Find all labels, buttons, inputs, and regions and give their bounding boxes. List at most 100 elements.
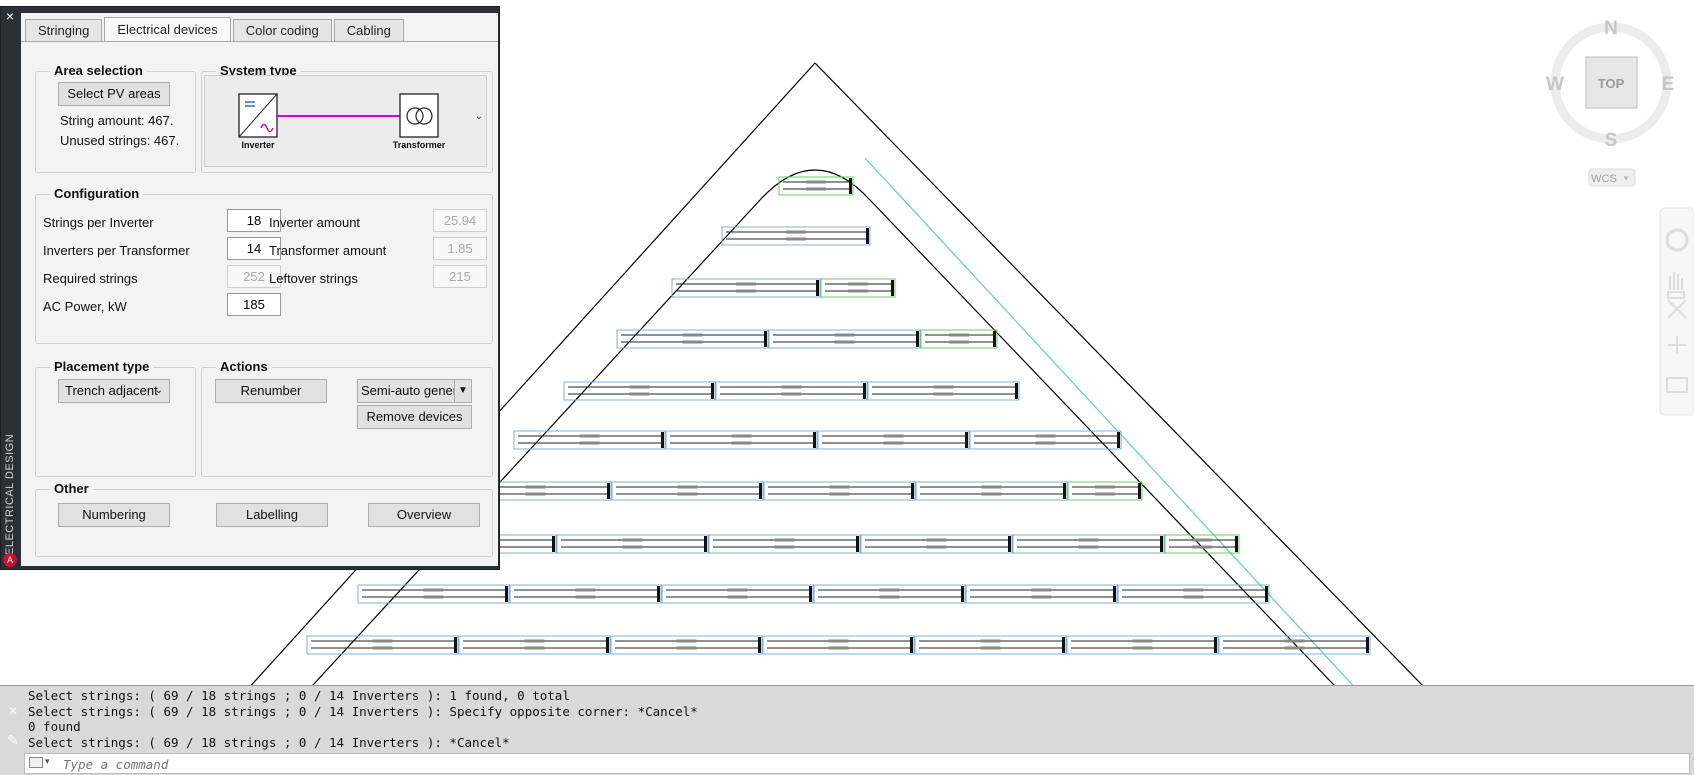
- pv-string-segment[interactable]: [768, 329, 921, 349]
- pv-string-segment[interactable]: [762, 635, 915, 655]
- pv-string-segment[interactable]: [715, 381, 868, 401]
- pv-string-end-cap: [552, 536, 555, 552]
- viewcube-top-face[interactable]: [1585, 56, 1638, 109]
- placement-type-title: Placement type: [50, 359, 154, 374]
- semi-auto-split-button[interactable]: Semi-auto generation ▼: [357, 379, 472, 403]
- pv-string-segment[interactable]: [616, 329, 769, 349]
- pv-string-segment[interactable]: [1218, 635, 1371, 655]
- command-line-customize-icon[interactable]: ✎: [7, 732, 19, 748]
- pv-string-end-cap: [816, 280, 819, 296]
- command-input[interactable]: [61, 756, 1661, 772]
- pv-string-segment[interactable]: [820, 278, 896, 298]
- pv-string-segment[interactable]: [458, 635, 611, 655]
- labelling-button[interactable]: Labelling: [216, 503, 328, 527]
- ac-power-label: AC Power, kW: [43, 299, 127, 314]
- pv-string-segment[interactable]: [763, 481, 916, 501]
- pv-module-marker: [727, 595, 748, 599]
- pv-string-end-cap: [1008, 536, 1011, 552]
- pv-module-marker: [926, 538, 947, 542]
- inverters-per-transformer-input[interactable]: [227, 237, 281, 260]
- remove-devices-button[interactable]: Remove devices: [357, 405, 472, 429]
- required-strings-field: [227, 265, 281, 288]
- pv-string-segment[interactable]: [610, 635, 763, 655]
- pv-string-segment[interactable]: [915, 481, 1068, 501]
- pv-string-segment[interactable]: [513, 430, 666, 450]
- tab-stringing[interactable]: Stringing: [25, 19, 103, 41]
- pv-module-marker: [1078, 545, 1099, 549]
- pv-string-segment[interactable]: [509, 584, 662, 604]
- pv-string-segment[interactable]: [920, 329, 998, 349]
- renumber-button[interactable]: Renumber: [215, 379, 327, 403]
- ac-power-input[interactable]: [227, 293, 281, 316]
- pv-string-segment[interactable]: [563, 381, 716, 401]
- command-prompt-icon[interactable]: [29, 757, 43, 768]
- steering-wheel-icon[interactable]: [1665, 228, 1689, 252]
- pv-module-marker: [848, 282, 868, 286]
- pv-string-segment[interactable]: [611, 481, 764, 501]
- pv-module-marker: [676, 646, 697, 650]
- compass-east[interactable]: E: [1662, 74, 1675, 95]
- zoom-extents-icon[interactable]: [1667, 299, 1687, 319]
- pv-string-segment[interactable]: [671, 278, 821, 298]
- pv-string-segment[interactable]: [1164, 534, 1240, 554]
- pv-module-marker: [774, 538, 795, 542]
- showmotion-icon[interactable]: [1666, 377, 1688, 393]
- placement-type-dropdown[interactable]: Trench adjacent ⌄: [58, 379, 170, 403]
- system-type-chevron-icon[interactable]: ⌄: [475, 111, 483, 122]
- pv-string-end-cap: [891, 280, 894, 296]
- tab-color-coding[interactable]: Color coding: [232, 19, 332, 41]
- palette-close-icon[interactable]: ×: [5, 8, 15, 24]
- pv-string-segment[interactable]: [817, 430, 970, 450]
- overview-button[interactable]: Overview: [368, 503, 480, 527]
- command-line-window: × ✎ Select strings: ( 69 / 18 strings ; …: [0, 685, 1694, 775]
- navigation-bar[interactable]: [1659, 207, 1694, 416]
- pv-string-segment[interactable]: [665, 430, 818, 450]
- compass-north[interactable]: N: [1604, 18, 1618, 39]
- pv-string-segment[interactable]: [1012, 534, 1165, 554]
- actions-title: Actions: [216, 359, 272, 374]
- pv-string-segment[interactable]: [1066, 635, 1219, 655]
- pv-string-segment[interactable]: [708, 534, 861, 554]
- pv-module-marker: [980, 646, 1001, 650]
- pv-string-segment[interactable]: [867, 381, 1020, 401]
- command-line-close-icon[interactable]: ×: [8, 703, 18, 720]
- pan-hand-icon[interactable]: [1667, 272, 1685, 299]
- wcs-menu[interactable]: [1588, 168, 1636, 187]
- pv-string-segment[interactable]: [1067, 481, 1143, 501]
- pv-module-marker: [1284, 646, 1305, 650]
- numbering-button[interactable]: Numbering: [58, 503, 170, 527]
- viewcube-top-label: TOP: [1598, 76, 1625, 91]
- orbit-icon[interactable]: [1668, 336, 1686, 354]
- pv-module-marker: [786, 230, 806, 234]
- autocad-app-icon[interactable]: A: [3, 553, 17, 567]
- transformer-label: Transformer: [393, 140, 446, 150]
- pv-module-marker: [828, 646, 849, 650]
- pv-string-segment[interactable]: [1117, 584, 1270, 604]
- pv-module-marker: [926, 545, 947, 549]
- pv-string-end-cap: [704, 536, 707, 552]
- pv-string-segment[interactable]: [306, 635, 459, 655]
- pv-string-segment[interactable]: [914, 635, 1067, 655]
- system-type-selector[interactable]: Inverter Transformer ⌄: [204, 75, 487, 167]
- pv-string-segment[interactable]: [556, 534, 709, 554]
- pv-string-segment[interactable]: [860, 534, 1013, 554]
- pv-string-segment[interactable]: [357, 584, 510, 604]
- select-pv-areas-button[interactable]: Select PV areas: [58, 82, 170, 106]
- command-input-bar[interactable]: ▾: [24, 753, 1690, 774]
- pv-string-segment[interactable]: [965, 584, 1118, 604]
- compass-west[interactable]: W: [1546, 74, 1564, 95]
- pv-string-segment[interactable]: [778, 176, 854, 196]
- pv-string-end-cap: [1063, 483, 1066, 499]
- compass-south[interactable]: S: [1605, 130, 1618, 151]
- tab-cabling[interactable]: Cabling: [333, 19, 404, 41]
- recent-commands-chevron-icon[interactable]: ▾: [45, 756, 50, 766]
- pv-string-segment[interactable]: [661, 584, 814, 604]
- pv-string-segment[interactable]: [813, 584, 966, 604]
- semi-auto-generation-button[interactable]: Semi-auto generation: [361, 383, 454, 398]
- pv-module-marker: [736, 289, 756, 293]
- semi-auto-dropdown-icon[interactable]: ▼: [454, 380, 471, 402]
- pv-string-segment[interactable]: [969, 430, 1122, 450]
- strings-per-inverter-input[interactable]: [227, 209, 281, 232]
- tab-electrical-devices[interactable]: Electrical devices: [104, 17, 231, 41]
- pv-string-segment[interactable]: [721, 226, 871, 246]
